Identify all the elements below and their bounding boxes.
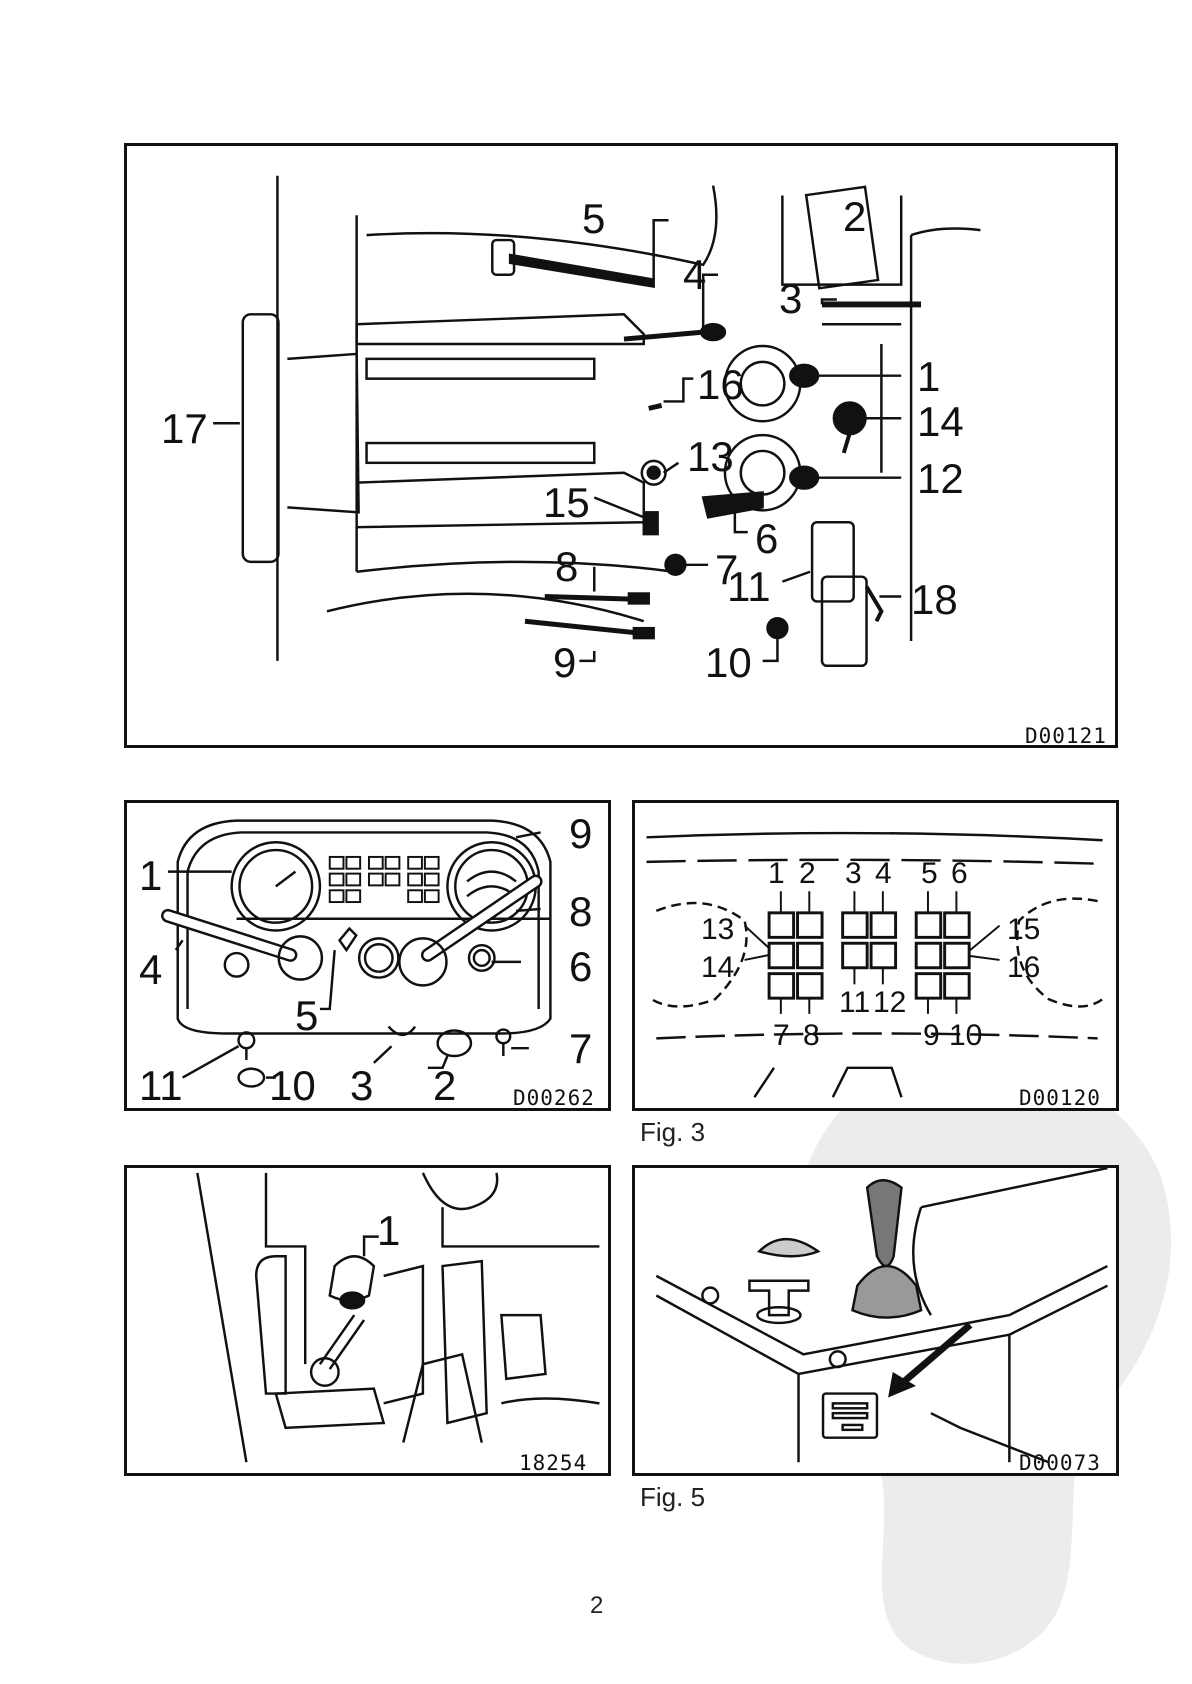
- fig2-callout-7: 7: [569, 1028, 592, 1070]
- fig3-callout-13: 13: [701, 915, 734, 945]
- fig1-callout-4: 4: [683, 254, 706, 296]
- fig3-callout-4: 4: [875, 859, 892, 889]
- fig3-callout-2: 2: [799, 859, 816, 889]
- fig1-callout-13: 13: [687, 436, 734, 478]
- fig3-callout-7: 7: [773, 1021, 790, 1051]
- fig1-callout-5: 5: [582, 198, 605, 240]
- fig1-callout-18: 18: [911, 579, 958, 621]
- fig3-callout-10: 10: [949, 1021, 982, 1051]
- fig3-callout-1: 1: [768, 859, 785, 889]
- fig1-drawing-code: D00121: [1025, 724, 1107, 748]
- fig3-drawing-code: D00120: [1019, 1086, 1101, 1110]
- fig2-callout-11: 11: [139, 1065, 183, 1107]
- fig3-caption: Fig. 3: [640, 1117, 705, 1148]
- fig2-callout-9: 9: [569, 813, 592, 855]
- figure-4-drawing: [127, 1168, 608, 1473]
- fig1-callout-10: 10: [705, 642, 752, 684]
- figure-4-panel: 1 18254: [124, 1165, 611, 1476]
- fig1-callout-12: 12: [917, 458, 964, 500]
- fig3-callout-11: 11: [839, 988, 870, 1018]
- fig2-callout-2: 2: [433, 1065, 456, 1107]
- fig1-callout-14: 14: [917, 401, 964, 443]
- figure-1-panel: 5 2 4 3 1 16 14 17 13 12 15 6 8 7 11 18 …: [124, 143, 1118, 748]
- fig1-callout-9: 9: [553, 642, 576, 684]
- fig1-callout-11: 11: [727, 566, 771, 608]
- fig2-callout-8: 8: [569, 891, 592, 933]
- fig4-drawing-code: 18254: [519, 1451, 587, 1475]
- fig2-callout-1: 1: [139, 855, 162, 897]
- figure-1-drawing: [127, 146, 1115, 745]
- fig3-callout-15: 15: [1007, 915, 1040, 945]
- figure-5-panel: D00073: [632, 1165, 1119, 1476]
- fig2-callout-6: 6: [569, 946, 592, 988]
- page-number: 2: [590, 1592, 603, 1620]
- fig2-callout-10: 10: [269, 1065, 316, 1107]
- fig1-callout-6: 6: [755, 518, 778, 560]
- fig3-callout-12: 12: [873, 988, 906, 1018]
- fig2-callout-4: 4: [139, 949, 162, 991]
- fig1-callout-15: 15: [543, 482, 590, 524]
- figure-5-drawing: [635, 1168, 1116, 1473]
- fig3-callout-14: 14: [701, 953, 734, 983]
- figure-3-panel: 1 2 3 4 5 6 13 15 14 16 11 12 7 8 9 10 D…: [632, 800, 1119, 1111]
- fig4-callout-1: 1: [377, 1210, 400, 1252]
- figure-2-panel: 9 1 8 4 6 5 7 11 10 3 2 D00262: [124, 800, 611, 1111]
- fig3-callout-8: 8: [803, 1021, 820, 1051]
- fig2-callout-3: 3: [350, 1065, 373, 1107]
- fig3-callout-16: 16: [1007, 953, 1040, 983]
- fig2-drawing-code: D00262: [513, 1086, 595, 1110]
- fig3-callout-6: 6: [951, 859, 968, 889]
- fig1-callout-1: 1: [917, 356, 940, 398]
- fig2-callout-5: 5: [295, 995, 318, 1037]
- fig3-callout-3: 3: [845, 859, 862, 889]
- fig3-callout-9: 9: [923, 1021, 940, 1051]
- fig1-callout-17: 17: [161, 408, 208, 450]
- fig1-callout-16: 16: [697, 364, 744, 406]
- fig5-drawing-code: D00073: [1019, 1451, 1101, 1475]
- fig1-callout-2: 2: [843, 196, 866, 238]
- fig5-caption: Fig. 5: [640, 1482, 705, 1513]
- fig3-callout-5: 5: [921, 859, 938, 889]
- fig1-callout-8: 8: [555, 546, 578, 588]
- fig1-callout-3: 3: [779, 278, 802, 320]
